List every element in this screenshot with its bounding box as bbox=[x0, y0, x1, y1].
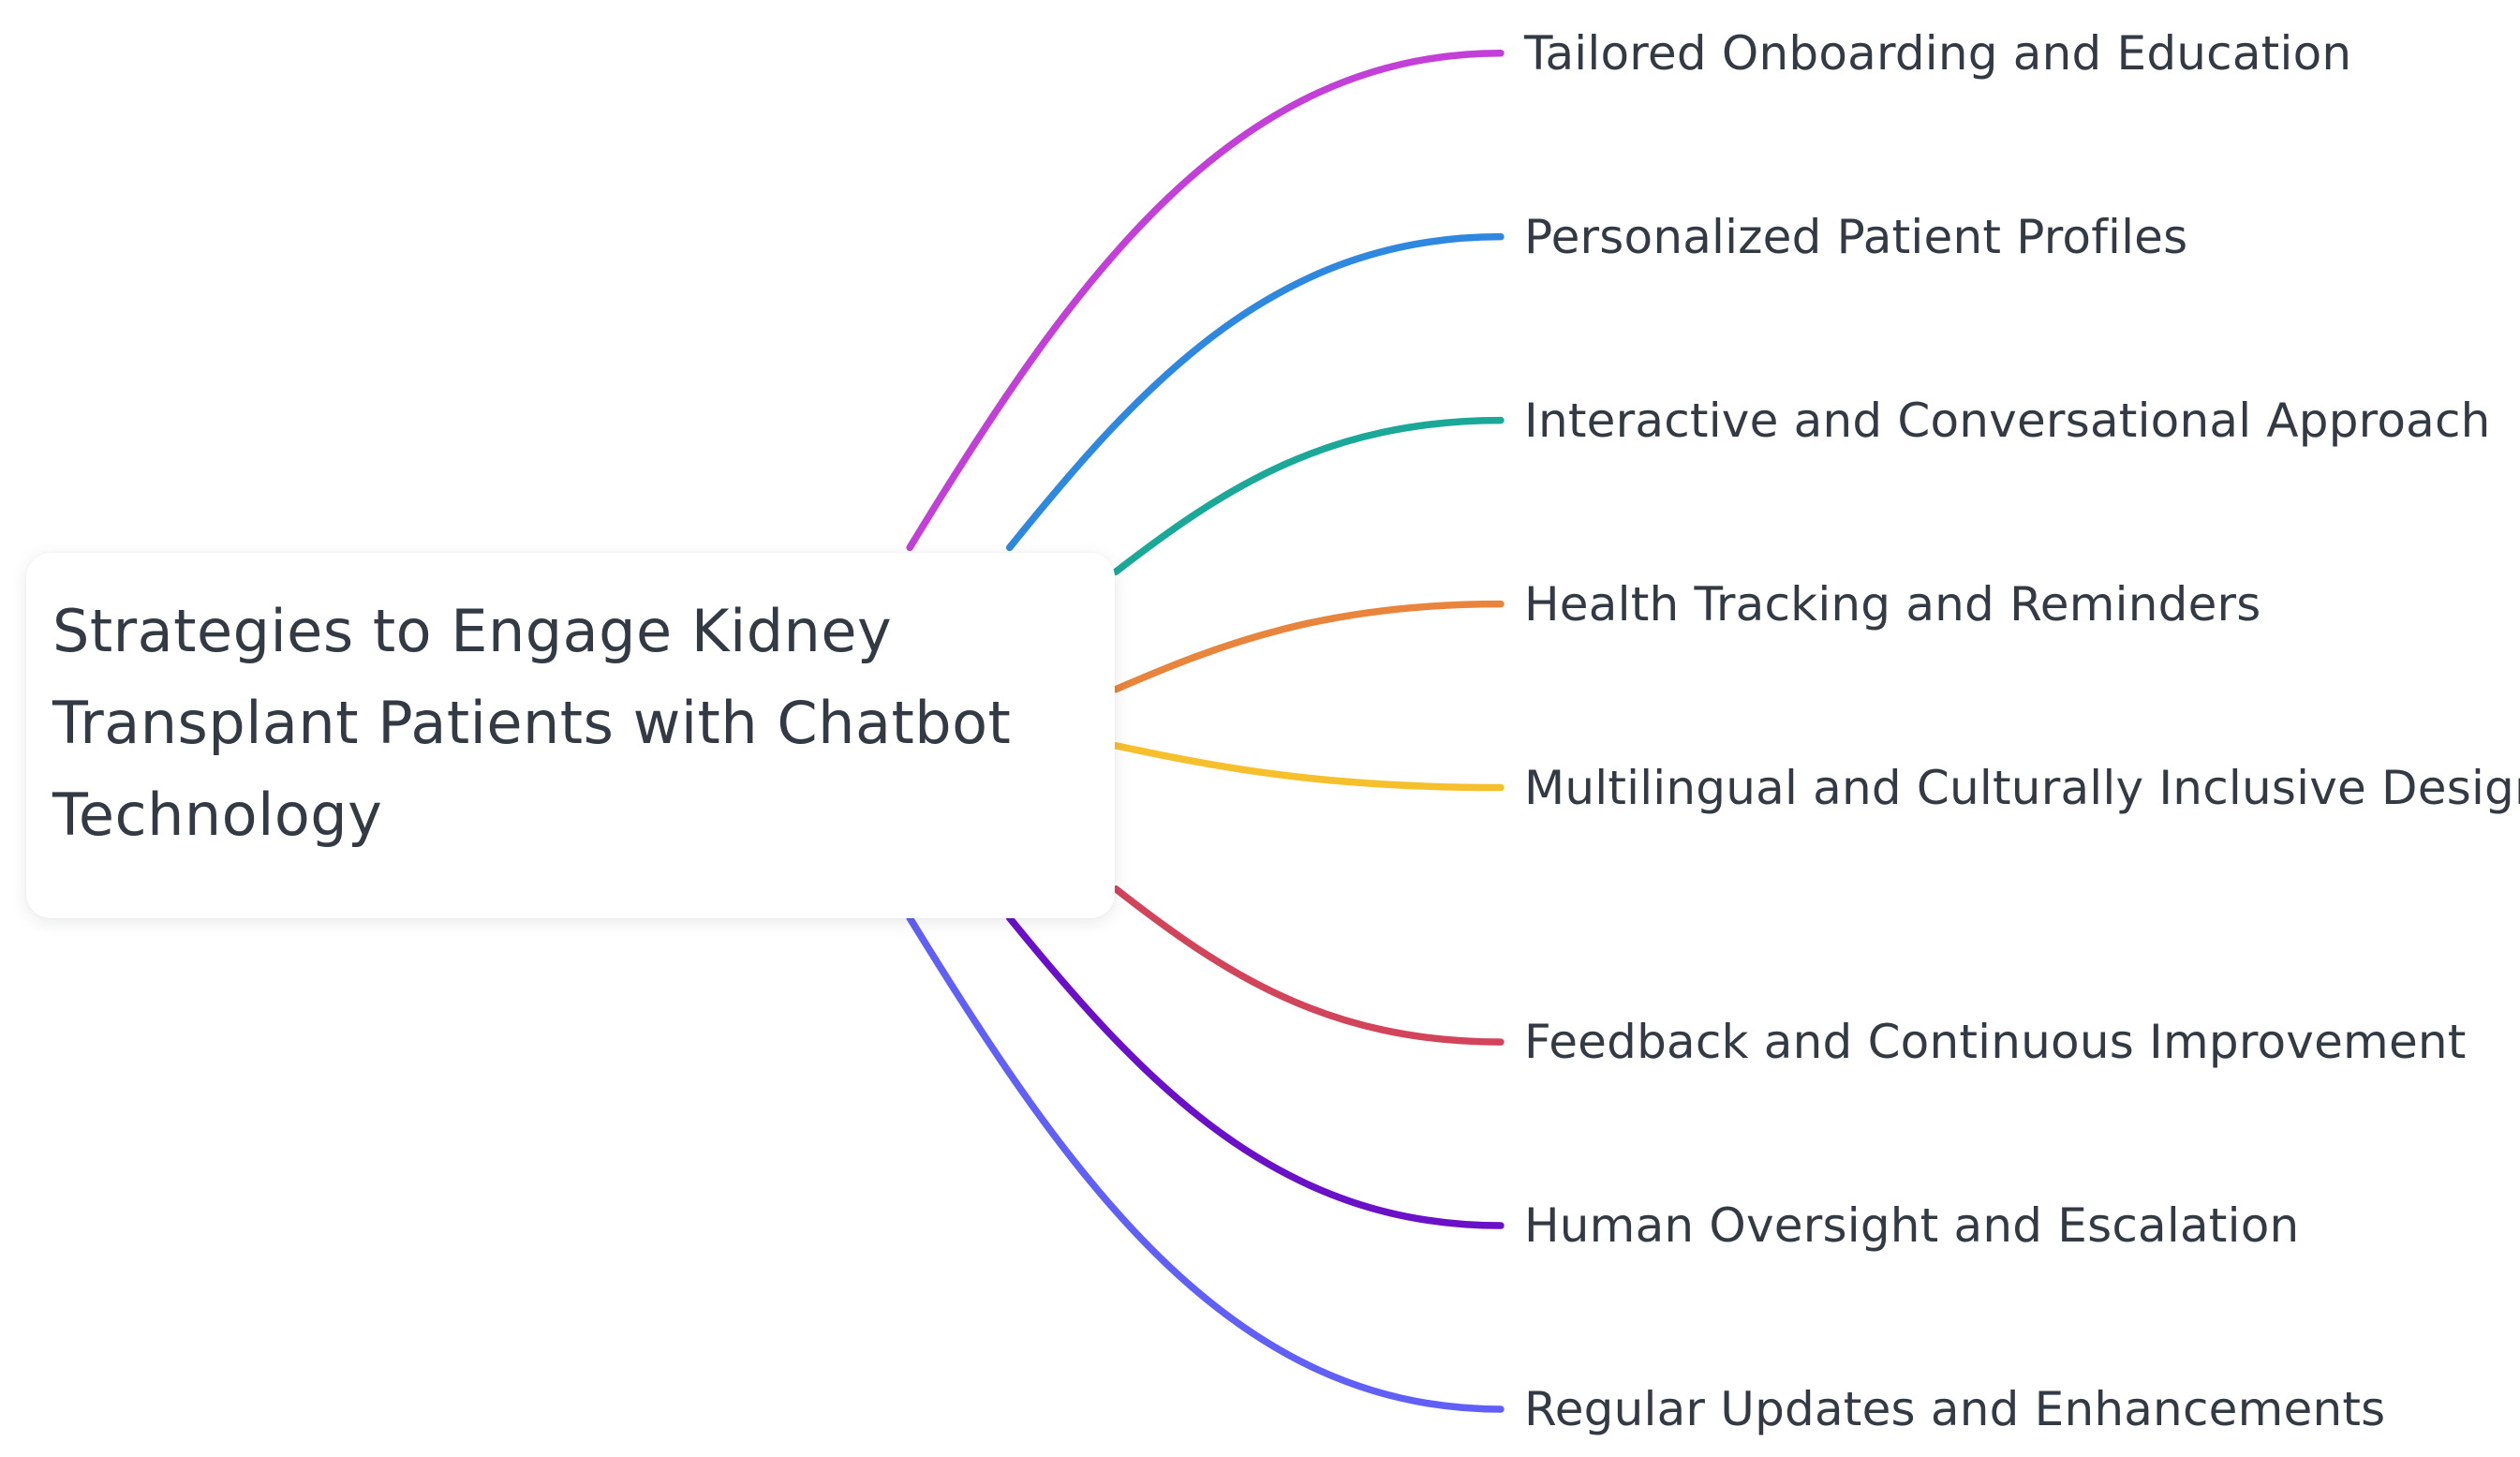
root-node bbox=[26, 553, 1115, 918]
branch-label-multilingual: Multilingual and Culturally Inclusive De… bbox=[1524, 760, 2520, 815]
connector-profiles bbox=[1005, 232, 1505, 552]
connector-tracking bbox=[1112, 600, 1505, 693]
connector-conversational bbox=[1112, 416, 1505, 575]
branch-label-conversational: Interactive and Conversational Approach bbox=[1524, 393, 2491, 448]
connector-oversight bbox=[1005, 914, 1505, 1229]
branch-label-tracking: Health Tracking and Reminders bbox=[1524, 576, 2261, 632]
branch-label-updates: Regular Updates and Enhancements bbox=[1524, 1381, 2386, 1436]
branch-label-oversight: Human Oversight and Escalation bbox=[1524, 1198, 2300, 1254]
connectors bbox=[906, 49, 1505, 1413]
connector-feedback bbox=[1112, 885, 1505, 1046]
connector-onboarding bbox=[906, 49, 1505, 552]
connector-multilingual bbox=[1112, 742, 1505, 792]
branch-label-feedback: Feedback and Continuous Improvement bbox=[1524, 1015, 2467, 1070]
branch-label-profiles: Personalized Patient Profiles bbox=[1524, 209, 2188, 264]
connector-updates bbox=[906, 914, 1505, 1413]
branch-label-onboarding: Tailored Onboarding and Education bbox=[1524, 25, 2352, 81]
root-node-title: Strategies to Engage Kidney Transplant P… bbox=[52, 597, 1012, 849]
